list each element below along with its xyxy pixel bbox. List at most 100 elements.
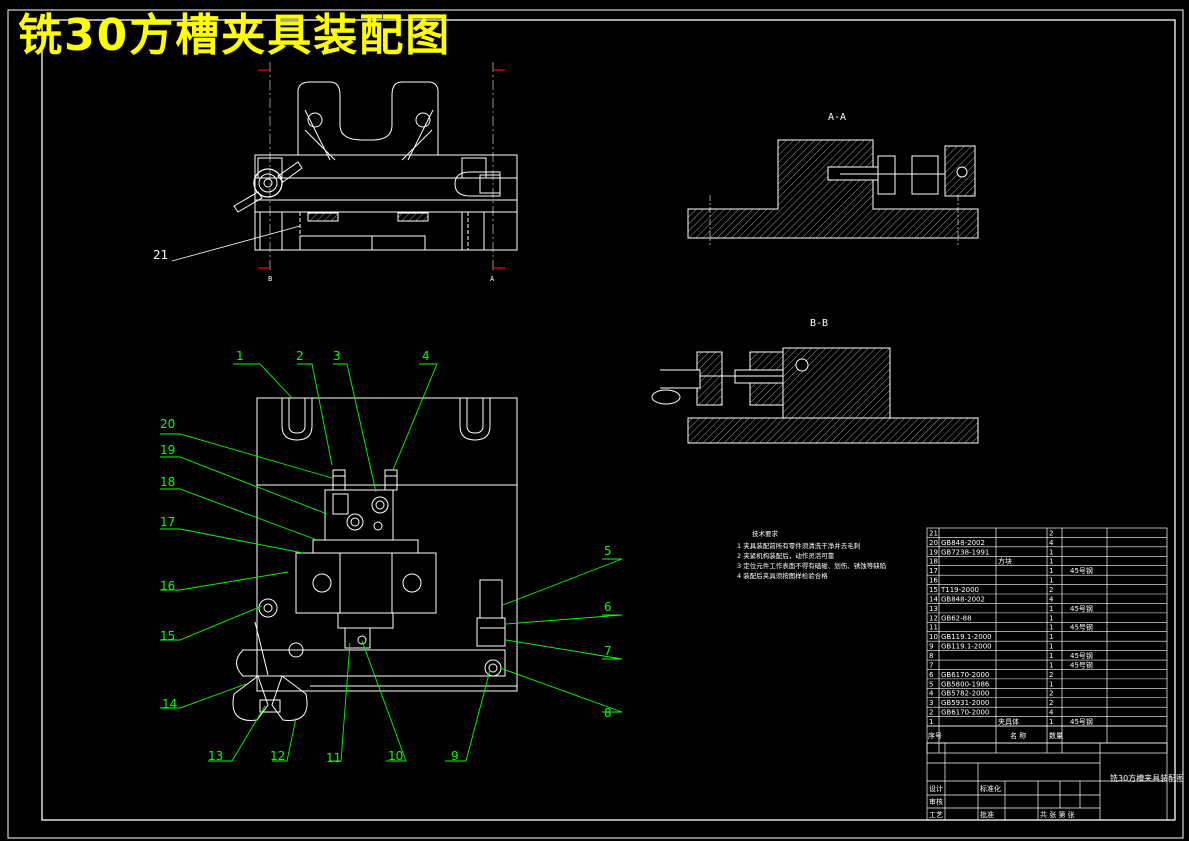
callout-7: 7 bbox=[604, 644, 612, 658]
bom-cell-qty: 2 bbox=[1049, 699, 1053, 707]
inner-frame bbox=[41, 19, 1176, 821]
bom-cell-no: 21 bbox=[929, 529, 938, 537]
callout-17: 17 bbox=[160, 515, 175, 529]
callout-19: 19 bbox=[160, 443, 175, 457]
bom-cell-qty: 1 bbox=[1049, 624, 1053, 632]
bom-cell-no: 20 bbox=[929, 539, 938, 547]
section-bb-label: B-B bbox=[810, 318, 828, 329]
bom-cell-no: 5 bbox=[929, 680, 933, 688]
section-bb-view bbox=[651, 347, 979, 444]
bom-cell-qty: 2 bbox=[1049, 586, 1053, 594]
tb-craft: 工艺 bbox=[929, 811, 943, 819]
bom-cell-no: 3 bbox=[929, 699, 933, 707]
tb-approve: 批准 bbox=[980, 810, 994, 819]
bom-cell-qty: 1 bbox=[1049, 567, 1053, 575]
outer-frame bbox=[7, 9, 1184, 839]
bom-cell-no: 12 bbox=[929, 614, 938, 622]
callout-4: 4 bbox=[422, 349, 430, 363]
bom-cell-qty: 4 bbox=[1049, 709, 1054, 717]
tb-design: 设计 bbox=[929, 784, 943, 793]
bom-cell-qty: 1 bbox=[1049, 643, 1053, 651]
notes-heading: 技术要求 bbox=[752, 529, 779, 538]
bom-cell-std: GB5931-2000 bbox=[941, 699, 989, 707]
bom-cell-std: GB6170-2000 bbox=[941, 671, 989, 679]
callout-9: 9 bbox=[451, 749, 459, 763]
notes-line: 4 装配后夹具须按图样检验合格 bbox=[737, 571, 828, 580]
tb-review: 审核 bbox=[929, 797, 943, 806]
notes-line: 1 夹具装配前所有零件须清洗干净并去毛刺 bbox=[737, 541, 860, 550]
callout-5: 5 bbox=[604, 544, 612, 558]
callout-13: 13 bbox=[208, 749, 223, 763]
section-aa-label: A-A bbox=[828, 112, 846, 123]
bom-cell-std: GB848-2002 bbox=[941, 539, 985, 547]
top-view bbox=[171, 62, 518, 272]
bom-header: 序号 名 称 数量 bbox=[928, 731, 1063, 740]
bom-cell-qty: 1 bbox=[1049, 548, 1053, 556]
bom-cell-qty: 1 bbox=[1049, 614, 1053, 622]
bom-cell-no: 7 bbox=[929, 661, 933, 669]
callout-1: 1 bbox=[236, 349, 244, 363]
bom-cell-qty: 1 bbox=[1049, 558, 1053, 566]
bom-cell-name: 夹具体 bbox=[998, 717, 1019, 726]
bom-header-qty: 数量 bbox=[1049, 731, 1063, 740]
title-block-text: 设计 审核 工艺 标准化 批准 共 张 第 张 铣30方槽夹具装配图 bbox=[929, 773, 1184, 819]
bom-cell-mat: 45号钢 bbox=[1070, 660, 1093, 669]
callout-8: 8 bbox=[604, 706, 612, 720]
front-view-leaders bbox=[160, 363, 623, 762]
bom-cell-name: 方块 bbox=[998, 557, 1012, 566]
bom-cell-qty: 1 bbox=[1049, 718, 1053, 726]
callout-14: 14 bbox=[162, 697, 177, 711]
title-block bbox=[926, 742, 1168, 821]
bom-cell-std: GB5800-1986 bbox=[941, 680, 990, 688]
section-mark-a: A bbox=[490, 275, 495, 283]
bom-cell-mat: 45号钢 bbox=[1070, 566, 1093, 575]
drawing-title: 铣30方槽夹具装配图 bbox=[18, 10, 452, 61]
section-aa-view bbox=[687, 139, 979, 245]
callout-12: 12 bbox=[270, 749, 285, 763]
bom-cell-no: 8 bbox=[929, 652, 933, 660]
bom-cell-no: 2 bbox=[929, 709, 933, 717]
bom-cell-no: 6 bbox=[929, 671, 934, 679]
technical-notes: 技术要求 1 夹具装配前所有零件须清洗干净并去毛刺 2 夹紧机构装配后，动作灵活… bbox=[737, 529, 886, 580]
bom-cell-std: GB7238-1991 bbox=[941, 548, 989, 556]
bom-cell-qty: 1 bbox=[1049, 605, 1053, 613]
bom-cell-std: GB6170-2000 bbox=[941, 709, 989, 717]
callout-2: 2 bbox=[296, 349, 304, 363]
bom-header-no: 序号 bbox=[928, 731, 942, 740]
bom-cell-std: GB119.1-2000 bbox=[941, 643, 992, 651]
bom-cell-std: GB5782-2000 bbox=[941, 690, 989, 698]
bom-cell-qty: 1 bbox=[1049, 577, 1053, 585]
bom-cell-qty: 1 bbox=[1049, 633, 1053, 641]
bom-cell-std: GB119.1-2000 bbox=[941, 633, 992, 641]
bom-cell-qty: 2 bbox=[1049, 690, 1053, 698]
bom-cell-std: T119-2000 bbox=[940, 586, 979, 594]
tb-sheet: 共 张 第 张 bbox=[1040, 810, 1075, 819]
bom-cell-std: GB62-88 bbox=[941, 614, 972, 622]
bom-cell-no: 11 bbox=[929, 624, 938, 632]
bom-cell-qty: 1 bbox=[1049, 652, 1053, 660]
notes-line: 2 夹紧机构装配后，动作灵活可靠 bbox=[737, 551, 835, 560]
bom-cell-mat: 45号钢 bbox=[1070, 717, 1093, 726]
bom-cell-qty: 2 bbox=[1049, 529, 1053, 537]
tb-drawing-title: 铣30方槽夹具装配图 bbox=[1110, 773, 1184, 783]
bom-cell-no: 18 bbox=[929, 558, 938, 566]
callout-3: 3 bbox=[333, 349, 341, 363]
bom-cell-mat: 45号钢 bbox=[1070, 623, 1093, 632]
bom-cell-std: GB848-2002 bbox=[941, 595, 985, 603]
bom-cell-qty: 4 bbox=[1049, 539, 1054, 547]
bom-cell-mat: 45号钢 bbox=[1070, 604, 1093, 613]
bom-cell-qty: 1 bbox=[1049, 680, 1053, 688]
bom-cell-qty: 1 bbox=[1049, 661, 1053, 669]
callout-15: 15 bbox=[160, 629, 175, 643]
callout-21: 21 bbox=[153, 248, 168, 262]
callout-16: 16 bbox=[160, 579, 175, 593]
bom-cell-qty: 4 bbox=[1049, 595, 1054, 603]
callout-11: 11 bbox=[326, 751, 341, 765]
bom-cell-no: 10 bbox=[929, 633, 938, 641]
bom-cell-no: 16 bbox=[929, 577, 938, 585]
bom-cell-no: 13 bbox=[929, 605, 938, 613]
bom-cell-no: 15 bbox=[929, 586, 938, 594]
bom-header-name: 名 称 bbox=[1010, 731, 1026, 740]
front-view bbox=[232, 397, 518, 721]
